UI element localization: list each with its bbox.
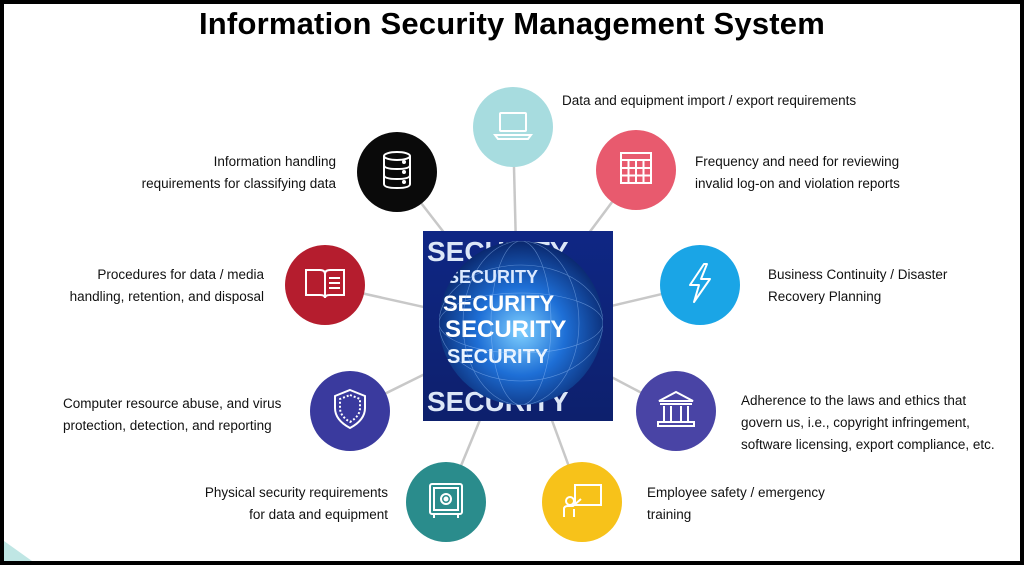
globe-word-2: SECURITY [443,291,555,316]
book-icon [300,258,350,313]
globe-word-4: SECURITY [447,346,549,368]
label-line: training [647,507,692,522]
label-line: Computer resource abuse, and virus [63,396,282,411]
node-laws [636,371,716,451]
globe-word-1: SECURITY [447,267,538,287]
label-media: Procedures for data / media handling, re… [40,264,264,308]
label-line: invalid log-on and violation reports [695,176,900,191]
calendar-icon [611,143,661,198]
corner-decoration [4,541,32,561]
label-continuity: Business Continuity / Disaster Recovery … [768,264,947,308]
label-laws: Adherence to the laws and ethics that go… [741,390,995,456]
label-line: software licensing, export compliance, e… [741,437,995,452]
label-virus: Computer resource abuse, and virus prote… [63,393,281,437]
node-continuity [660,245,740,325]
label-line: requirements for classifying data [141,176,336,191]
node-classify [357,132,437,212]
label-line: Information handling [213,154,336,169]
label-import-export: Data and equipment import / export requi… [562,90,856,112]
label-physical: Physical security requirements for data … [180,482,388,526]
security-globe-image: SECURITY SECURITY SECURITY SECURITY SECU… [423,231,613,421]
label-line: protection, detection, and reporting [63,418,272,433]
node-media [285,245,365,325]
label-line: handling, retention, and disposal [69,289,264,304]
shield-icon [325,384,375,439]
label-line: Procedures for data / media [97,267,264,282]
label-log-review: Frequency and need for reviewing invalid… [695,151,900,195]
laptop-icon [488,100,538,155]
label-line: Recovery Planning [768,289,882,304]
safe-icon [421,475,471,530]
label-line: Employee safety / emergency [647,485,825,500]
label-line: Frequency and need for reviewing [695,154,900,169]
node-import-export [473,87,553,167]
label-line: for data and equipment [249,507,388,522]
page-title: Information Security Management System [198,6,826,41]
node-log-review [596,130,676,210]
lightning-icon [675,258,725,313]
label-line: govern us, i.e., copyright infringement, [741,415,970,430]
node-physical [406,462,486,542]
database-icon [372,145,422,200]
presentation-icon [557,475,607,530]
label-line: Physical security requirements [204,485,388,500]
node-virus [310,371,390,451]
courthouse-icon [651,384,701,439]
globe-word-3: SECURITY [445,316,566,343]
label-safety: Employee safety / emergency training [647,482,825,526]
label-line: Business Continuity / Disaster [768,267,948,282]
label-line: Data and equipment import / export requi… [562,93,857,108]
label-classify: Information handling requirements for cl… [100,151,336,195]
label-line: Adherence to the laws and ethics that [741,393,967,408]
node-safety [542,462,622,542]
